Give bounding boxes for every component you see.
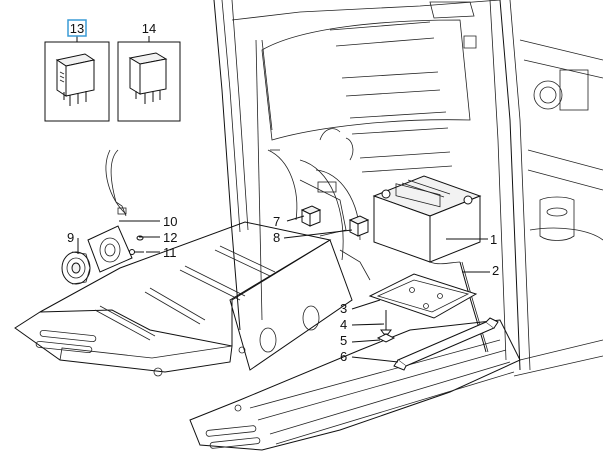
callout-7[interactable]: 7 [273, 214, 280, 229]
highlight-box [67, 19, 87, 37]
relay-14-icon [128, 52, 168, 104]
callout-14: 14 [142, 21, 156, 36]
callout-9[interactable]: 9 [67, 230, 74, 245]
callout-4[interactable]: 4 [340, 317, 347, 332]
relay-13-icon [55, 53, 96, 106]
screw-part[interactable] [129, 249, 145, 255]
bolt-part[interactable] [380, 310, 392, 335]
strap-part[interactable] [393, 317, 499, 371]
callout-6[interactable]: 6 [340, 349, 347, 364]
horn-wire [110, 149, 127, 217]
relay-part-8[interactable] [348, 215, 370, 237]
callout-10[interactable]: 10 [163, 214, 177, 229]
callout-8[interactable]: 8 [273, 230, 280, 245]
callout-5[interactable]: 5 [340, 333, 347, 348]
callout-13: 13 [70, 21, 84, 36]
relay-part-7[interactable] [300, 205, 322, 227]
inset-part-14[interactable]: 14 [117, 21, 181, 122]
inset-part-13[interactable]: 13 [44, 19, 110, 122]
callout-11[interactable]: 11 [163, 245, 177, 260]
leader-lines [77, 215, 490, 363]
callout-12[interactable]: 12 [163, 230, 177, 245]
horn-part[interactable] [61, 251, 91, 285]
nut-part[interactable] [376, 333, 396, 343]
battery-part[interactable] [372, 175, 482, 263]
callout-labels: 1 2 3 4 5 6 7 8 9 10 12 11 [67, 214, 499, 364]
callout-2[interactable]: 2 [492, 263, 499, 278]
callout-3[interactable]: 3 [340, 301, 347, 316]
horn-connector [117, 207, 127, 215]
vehicle-body-frame [14, 0, 603, 451]
horn-cover-part[interactable] [87, 225, 133, 273]
callout-1[interactable]: 1 [490, 232, 497, 247]
battery-cable-part[interactable] [429, 261, 489, 353]
battery-tray-part[interactable] [368, 273, 478, 319]
